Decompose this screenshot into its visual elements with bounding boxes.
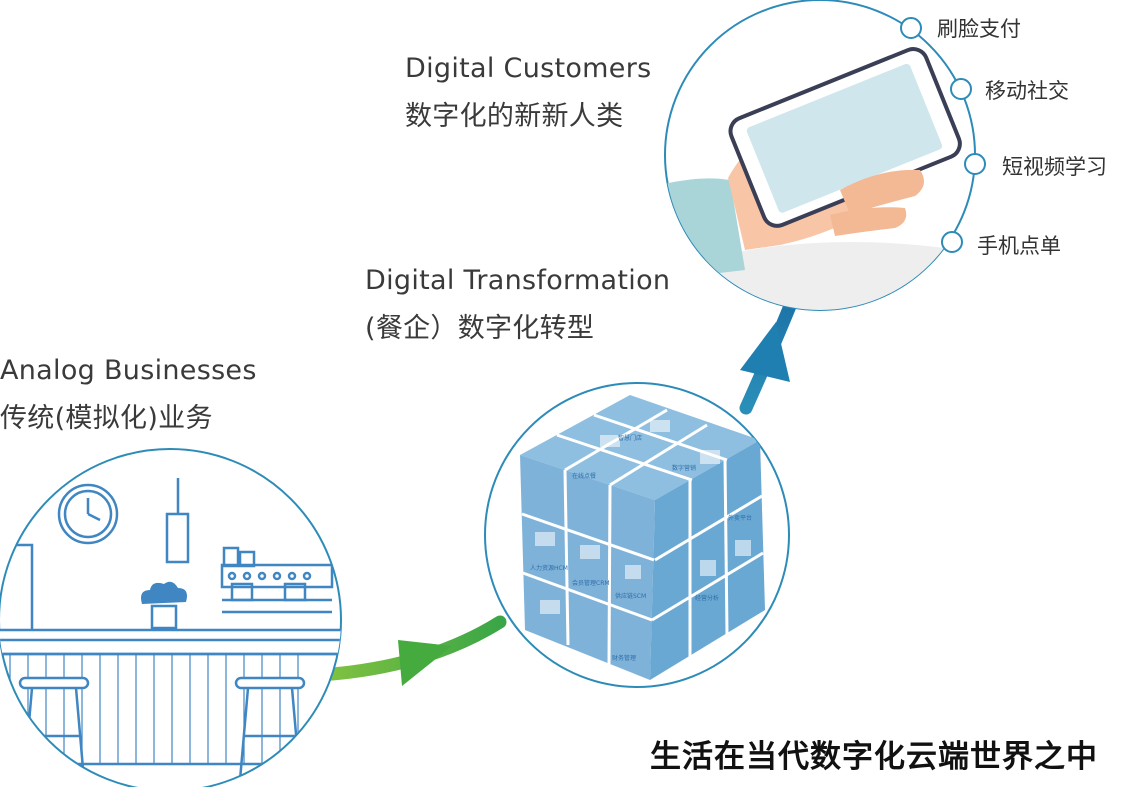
cube-tile-label: 在线点餐 — [572, 472, 596, 480]
arrow-digital-to-customers — [739, 299, 797, 415]
stage-analog-title: Analog Businesses — [0, 355, 257, 386]
stool-icon — [234, 676, 306, 781]
coffee-machine-icon — [220, 546, 334, 614]
stage-transformation-title: Digital Transformation — [365, 265, 671, 296]
cube-tile-label: 会员管理CRM — [572, 579, 610, 587]
stage-analog: Analog Businesses 传统(模拟化)业务 — [0, 354, 257, 436]
stage-transformation: Digital Transformation (餐企）数字化转型 — [365, 264, 670, 346]
clock-icon — [57, 483, 119, 545]
feature-marker — [950, 78, 972, 100]
stage-analog-subtitle: 传统(模拟化)业务 — [0, 402, 213, 434]
lamp-icon — [165, 478, 190, 564]
cube-tile-label: 外卖平台 — [728, 514, 752, 522]
feature-mobile-social: 移动社交 — [985, 79, 1069, 103]
stage-customers: Digital Customers 数字化的新新人类 — [405, 52, 651, 134]
feature-short-video: 短视频学习 — [1002, 155, 1107, 179]
digital-customer-illustration — [664, 0, 976, 311]
feature-marker — [900, 17, 922, 39]
analog-cafe-illustration — [0, 448, 342, 787]
cube-tile-label: 供应链SCM — [615, 592, 646, 600]
feature-markers — [900, 17, 986, 253]
stool-icon — [18, 676, 90, 781]
cube-tile-label: 财务管理 — [612, 654, 636, 662]
cube-tile-label: 智慧门店 — [618, 434, 642, 442]
feature-marker — [941, 231, 963, 253]
stage-transformation-subtitle: (餐企）数字化转型 — [365, 312, 595, 344]
feature-marker — [964, 153, 986, 175]
tagline: 生活在当代数字化云端世界之中 — [650, 739, 1098, 775]
feature-mobile-order: 手机点单 — [977, 234, 1061, 258]
feature-face-pay: 刷脸支付 — [937, 17, 1021, 41]
cube-tile-label: 数字营销 — [672, 464, 696, 472]
plant-icon — [141, 581, 187, 630]
cube-tile-label: 经营分析 — [695, 594, 719, 602]
digital-transformation-cube: 人力资源HCM 会员管理CRM 供应链SCM 财务管理 经营分析 智慧门店 数字… — [484, 382, 790, 688]
stage-customers-subtitle: 数字化的新新人类 — [405, 100, 624, 132]
stage-customers-title: Digital Customers — [405, 53, 652, 84]
cube-tile-label: 人力资源HCM — [530, 564, 568, 572]
